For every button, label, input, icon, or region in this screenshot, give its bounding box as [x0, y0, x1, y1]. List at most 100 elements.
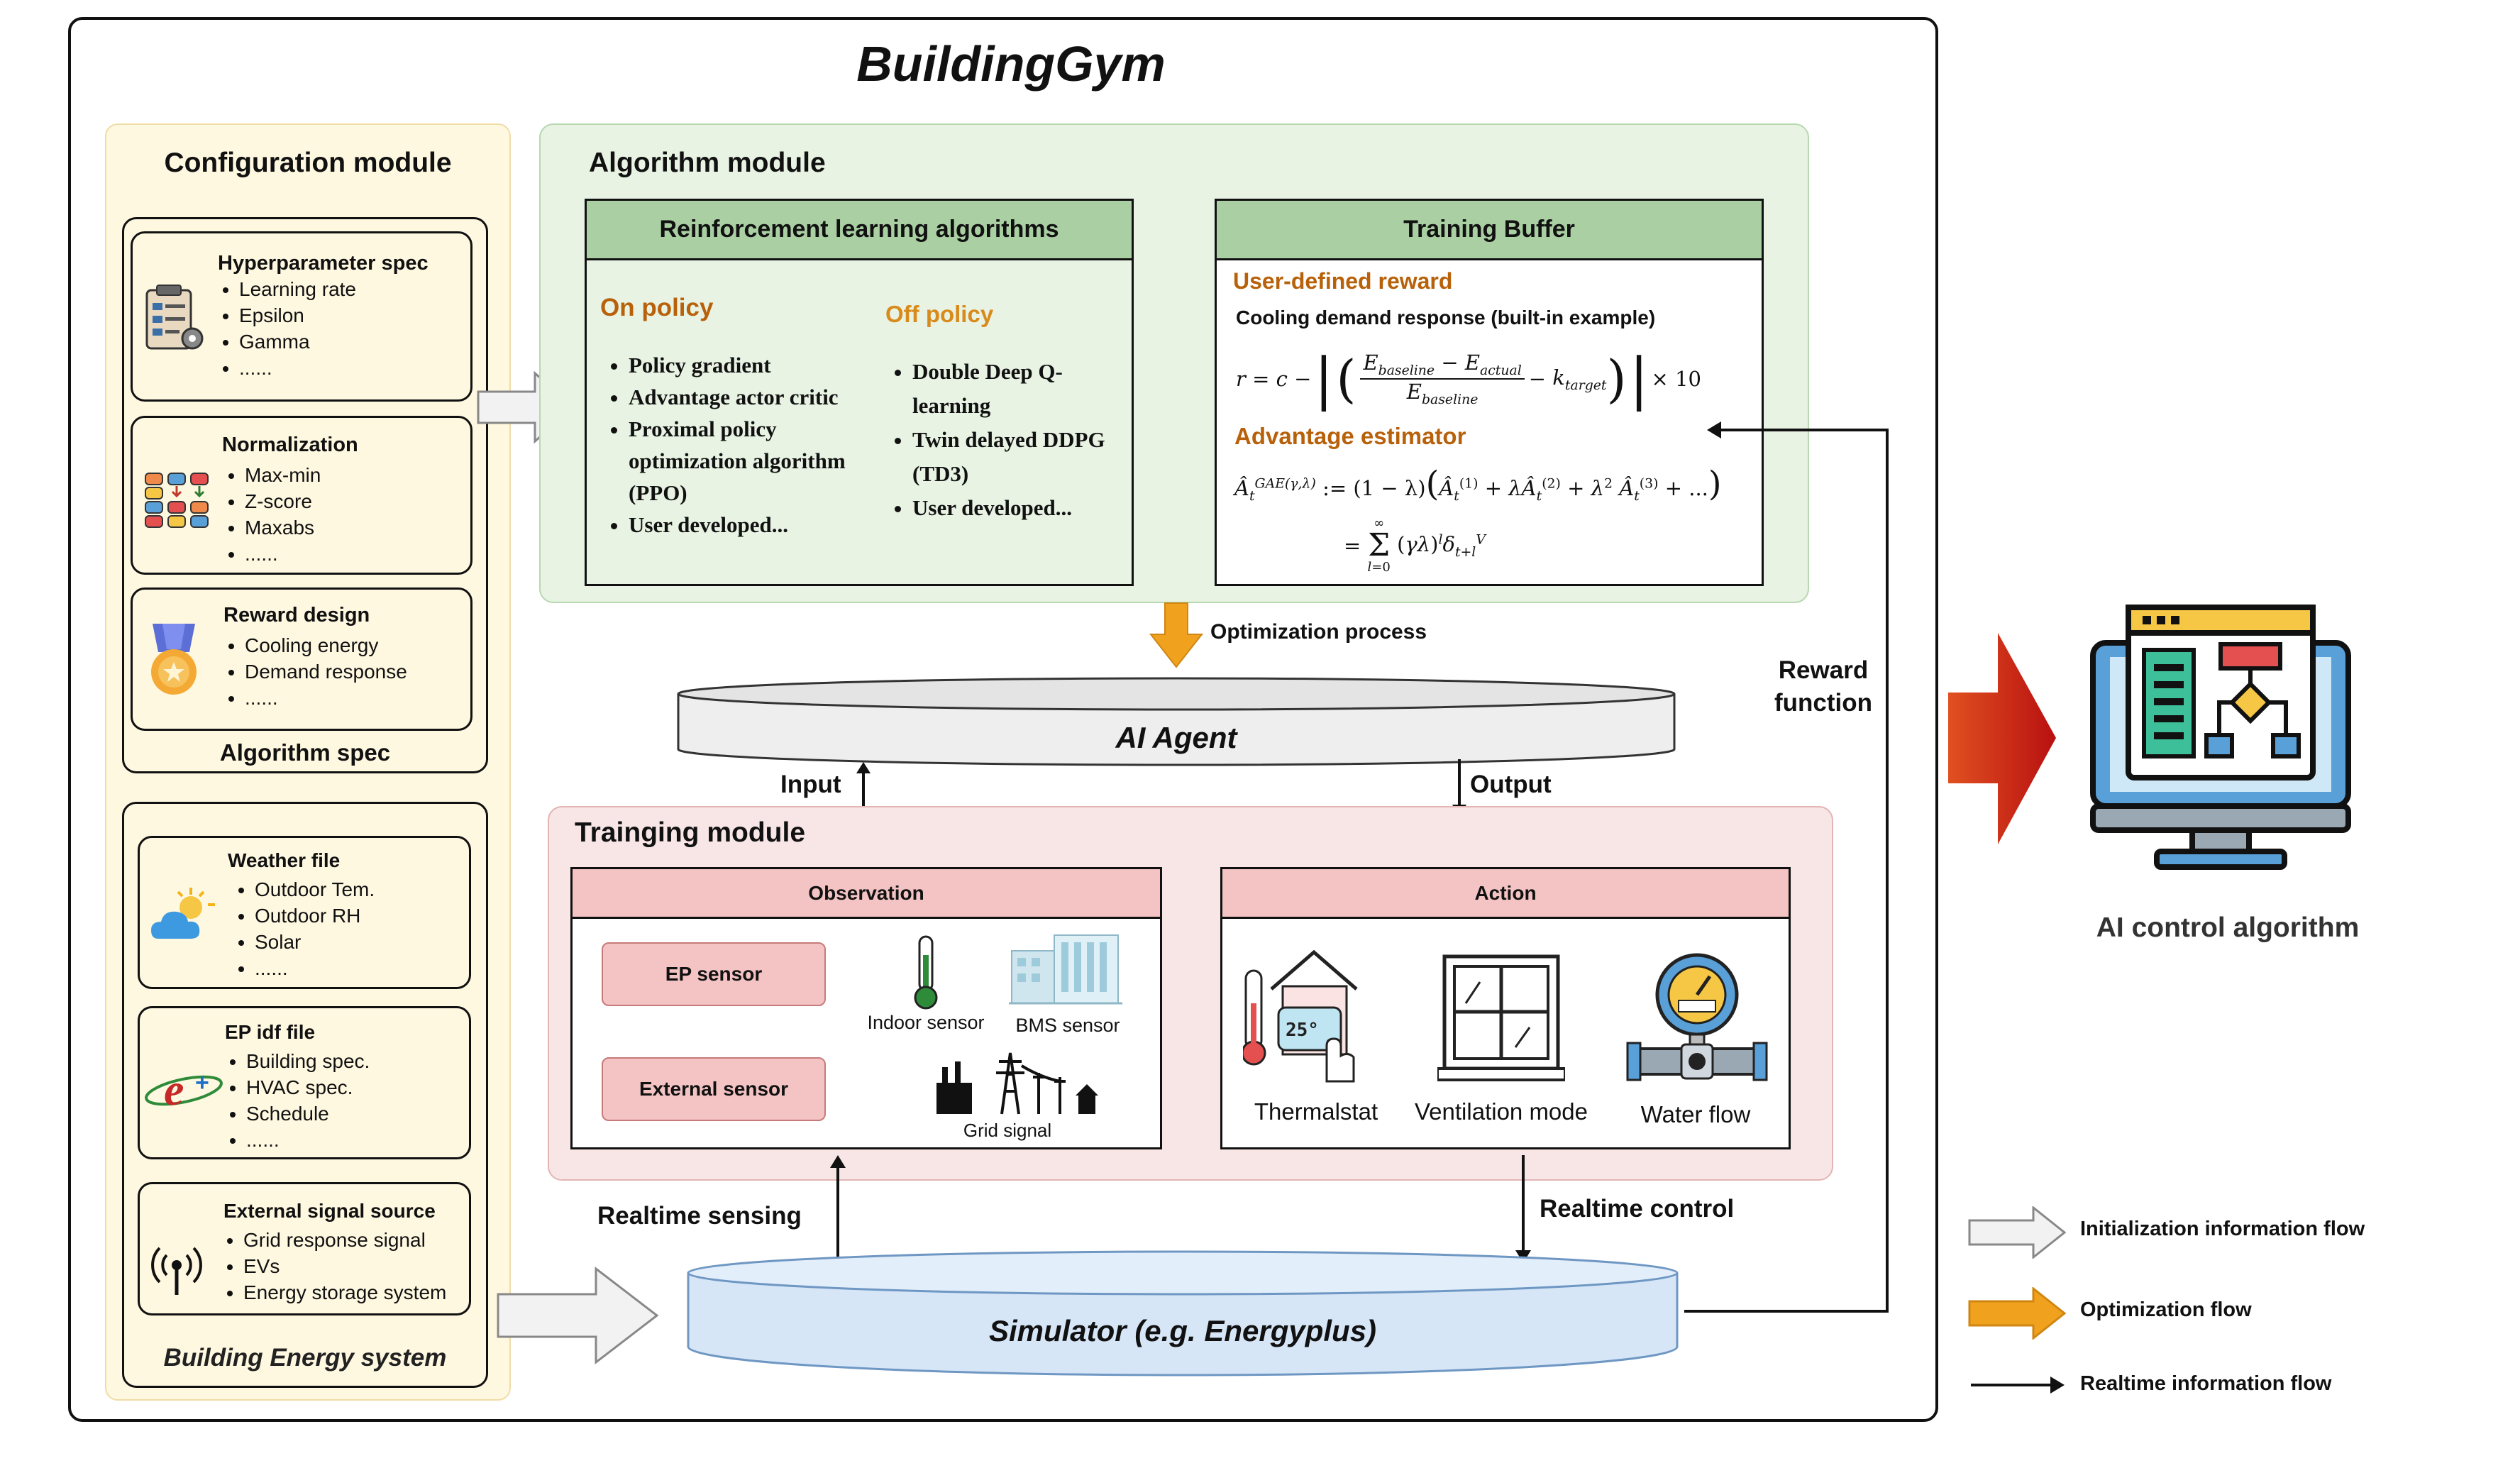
configuration-module-title: Configuration module — [164, 148, 452, 178]
legend-init-label: Initialization information flow — [2080, 1218, 2365, 1240]
legend-realtime-label: Realtime information flow — [2080, 1372, 2332, 1395]
energyplus-logo-icon: e + — [145, 1064, 223, 1115]
list-item: Building spec. — [246, 1048, 370, 1074]
reward-function-line — [1684, 421, 1889, 1313]
off-policy-list: Double Deep Q-learning Twin delayed DDPG… — [884, 355, 1111, 525]
reward-function-line2: function — [1774, 689, 1873, 717]
algorithm-spec-group — [122, 217, 488, 773]
external-sensor-box: External sensor — [602, 1057, 826, 1121]
bms-sensor-label: BMS sensor — [1015, 1015, 1120, 1036]
list-item: Double Deep Q-learning — [912, 355, 1111, 423]
reward-function-line1: Reward — [1778, 656, 1869, 684]
ep-sensor-box: EP sensor — [602, 942, 826, 1006]
simulator-label: Simulator (e.g. Energyplus) — [988, 1314, 1377, 1347]
ai-control-monitor-icon — [2090, 605, 2351, 870]
building-energy-system-label: Building Energy system — [163, 1344, 447, 1372]
ventilation-mode-label: Ventilation mode — [1414, 1098, 1588, 1125]
reward-design-title: Reward design — [223, 604, 370, 627]
list-item: Demand response — [245, 658, 407, 685]
sun-cloud-icon — [151, 888, 215, 939]
weather-file-card: Weather file Outdoor Tem. Outdoor RH Sol… — [138, 836, 471, 989]
list-item: Learning rate — [239, 276, 356, 302]
action-header: Action — [1222, 869, 1789, 919]
ep-idf-title: EP idf file — [225, 1021, 316, 1043]
realtime-control-label: Realtime control — [1540, 1195, 1735, 1223]
buildinggym-frame — [68, 17, 1938, 1422]
list-item: ...... — [255, 955, 375, 981]
page-title: BuildingGym — [856, 36, 1166, 92]
normalization-card: Normalization Max-min Z-score Maxabs ...… — [131, 416, 472, 575]
observation-header: Observation — [573, 869, 1160, 919]
user-defined-reward-title: User-defined reward — [1233, 268, 1453, 294]
reward-formula: r = c − | ( Ebaseline − Eactual Ebaselin… — [1236, 346, 1701, 412]
list-item: Epsilon — [239, 302, 356, 329]
realtime-sensing-arrow — [830, 1155, 846, 1266]
svg-text:e: e — [164, 1064, 184, 1115]
list-item: Proximal policy optimization algorithm (… — [629, 413, 884, 509]
output-label: Output — [1470, 771, 1552, 798]
list-item: Energy storage system — [243, 1279, 446, 1306]
list-item: Z-score — [245, 488, 321, 514]
input-label: Input — [780, 771, 841, 798]
weather-file-list: Outdoor Tem. Outdoor RH Solar ...... — [226, 876, 375, 981]
algorithm-module-title: Algorithm module — [589, 148, 826, 178]
simulator-disc — [687, 1250, 1679, 1377]
external-signal-title: External signal source — [223, 1200, 436, 1222]
list-item: ...... — [245, 685, 407, 711]
off-policy-title: Off policy — [885, 301, 994, 327]
list-item: User developed... — [912, 491, 1111, 525]
list-item: Policy gradient — [629, 349, 884, 381]
list-item: User developed... — [629, 509, 884, 541]
normalization-title: Normalization — [222, 434, 358, 456]
optimization-process-arrow — [1149, 602, 1203, 668]
legend-optimization-arrow — [1968, 1287, 2067, 1340]
advantage-estimator-title: Advantage estimator — [1234, 423, 1466, 449]
hyperparameter-list: Learning rate Epsilon Gamma ...... — [211, 276, 356, 381]
hyperparameter-spec-title: Hyperparameter spec — [218, 252, 429, 275]
advantage-formula-line1: ÂtGAE(γ,λ) := (1 − λ)(Ât(1) + λÂt(2) + λ… — [1234, 464, 1722, 504]
ai-control-algorithm-label: AI control algorithm — [2096, 912, 2360, 943]
list-item: Outdoor RH — [255, 903, 375, 929]
thermostat-label: Thermalstat — [1254, 1098, 1378, 1125]
cooling-demand-subtitle: Cooling demand response (built-in exampl… — [1236, 307, 1656, 329]
list-item: HVAC spec. — [246, 1074, 370, 1100]
normalization-list: Max-min Z-score Maxabs ...... — [216, 462, 321, 567]
water-flow-gauge-icon — [1626, 953, 1768, 1081]
bms-building-icon — [1009, 934, 1122, 1005]
svg-text:+: + — [195, 1069, 209, 1096]
list-item: ...... — [246, 1127, 370, 1153]
weather-file-title: Weather file — [228, 849, 341, 871]
medal-icon — [151, 624, 197, 695]
grid-signal-label: Grid signal — [963, 1120, 1052, 1141]
reward-function-label: Reward function — [1759, 654, 1887, 719]
rl-algorithms-box — [585, 199, 1134, 586]
list-item: EVs — [243, 1253, 446, 1279]
ai-agent-label: AI Agent — [1115, 721, 1237, 754]
training-buffer-header: Training Buffer — [1217, 201, 1762, 260]
grid-signal-icon — [936, 1052, 1098, 1115]
svg-text:25°: 25° — [1286, 1020, 1319, 1041]
thermometer-icon — [914, 935, 938, 1010]
legend-init-arrow — [1968, 1206, 2067, 1259]
list-item: Grid response signal — [243, 1227, 446, 1253]
database-stack-icon — [145, 473, 209, 528]
external-signal-card: External signal source Grid response sig… — [138, 1182, 471, 1315]
training-module-title: Trainging module — [575, 817, 806, 848]
list-item: Cooling energy — [245, 632, 407, 658]
thermostat-icon: 25° — [1243, 949, 1358, 1083]
realtime-sensing-label: Realtime sensing — [597, 1202, 802, 1230]
window-icon — [1437, 954, 1565, 1081]
ep-idf-card: EP idf file e + Building spec. HVAC spec… — [138, 1006, 471, 1159]
list-item: Outdoor Tem. — [255, 876, 375, 903]
on-policy-list: Policy gradient Advantage actor critic P… — [600, 349, 884, 541]
list-item: Twin delayed DDPG (TD3) — [912, 423, 1111, 491]
broadcast-tower-icon — [151, 1247, 202, 1295]
list-item: Gamma — [239, 329, 356, 355]
clipboard-gear-icon — [145, 285, 204, 350]
initialization-arrow-lower — [497, 1266, 659, 1365]
ai-agent-disc — [677, 677, 1676, 766]
rl-algorithms-header: Reinforcement learning algorithms — [587, 201, 1132, 260]
list-item: Solar — [255, 929, 375, 955]
list-item: Max-min — [245, 462, 321, 488]
building-energy-group — [122, 802, 488, 1388]
